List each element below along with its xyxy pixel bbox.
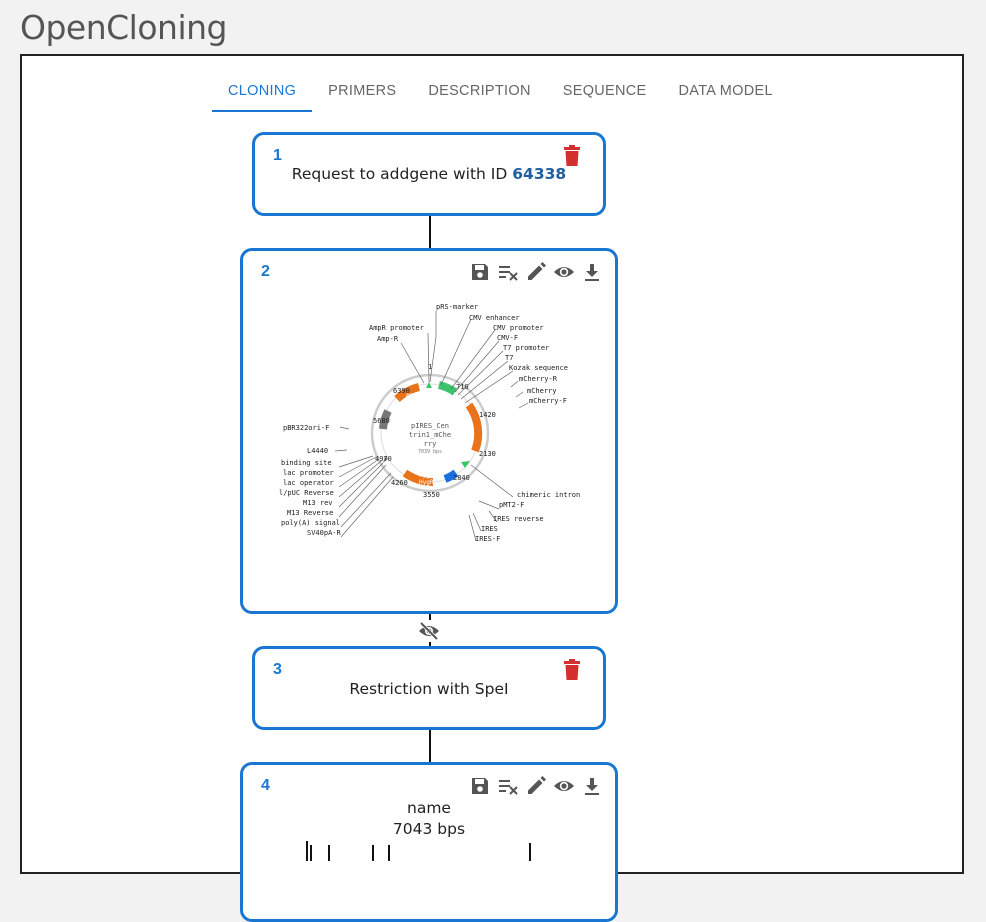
tree-connector [429,614,431,620]
annotation-label: IRES [481,525,498,533]
eye-icon[interactable] [553,775,575,797]
annotation-label: chimeric intron [517,491,580,499]
feature-mcherry[interactable] [465,402,483,453]
feature-ires[interactable] [443,469,459,483]
annotation-label: lac promoter [283,469,334,477]
clear-list-icon[interactable] [497,775,519,797]
main-panel: CLONING PRIMERS DESCRIPTION SEQUENCE DAT… [20,54,964,922]
tick-label: 4260 [391,479,408,487]
clear-list-icon[interactable] [497,261,519,283]
tab-cloning[interactable]: CLONING [212,76,313,112]
tab-description[interactable]: DESCRIPTION [428,83,531,99]
sequence-toolbar [469,261,603,283]
tab-sequence[interactable]: SEQUENCE [562,83,647,99]
annotation-label: pBR322ori-F [283,424,329,432]
tick-label: 710 [456,383,469,391]
feature-ampr[interactable] [394,383,421,403]
trash-icon[interactable] [563,145,581,167]
tick-label: 2130 [479,450,496,458]
plasmid-name-line: rry [424,440,437,448]
annotation-label: CMV enhancer [469,314,520,322]
annotation-label: binding site [281,459,332,467]
tick-label: 5680 [373,417,390,425]
plasmid-backbone-outer [370,373,490,493]
node-id: 4 [261,777,270,794]
node-id: 3 [273,661,282,678]
pencil-icon[interactable] [525,261,547,283]
annotation-label: Kozak sequence [509,364,568,372]
source-text: Request to addgene with ID [291,165,508,183]
tab-bar: CLONING PRIMERS DESCRIPTION SEQUENCE DAT… [212,76,789,112]
tick-label: 1420 [479,411,496,419]
feature-label: HygR [419,479,434,486]
annotation-label: T7 promoter [503,344,549,352]
annotation-label: CMV-F [497,334,518,342]
annotation-label: pMT2-F [499,501,524,509]
pencil-icon[interactable] [525,775,547,797]
trash-icon[interactable] [563,659,581,681]
annotation-label: M13 rev [303,499,333,507]
annotation-label: mCherry-R [519,375,558,383]
sequence-length: 7043 bps [392,820,466,838]
plasmid-length: 7039 bps [418,449,442,455]
annotation-label: L4440 [307,447,328,455]
tick-label: 1 [428,363,432,371]
plasmid-name-line: pIRES_Cen [411,422,449,430]
annotation-label: AmpR promoter [369,324,424,332]
annotation-label: pRS-marker [436,303,478,311]
save-icon[interactable] [469,261,491,283]
tree-connector [429,642,431,648]
feature-cmv[interactable] [437,381,458,396]
annotation-label: T7 [505,354,513,362]
source-node-3: 3 Restriction with SpeI [252,646,606,730]
tab-primers[interactable]: PRIMERS [328,83,397,99]
node-id: 1 [273,147,282,164]
feature-lac[interactable] [383,456,388,463]
annotation-leaders [334,311,529,542]
sequence-toolbar [469,775,603,797]
tab-data-model[interactable]: DATA MODEL [678,83,773,99]
annotation-label: lac operator [283,479,334,487]
plasmid-map[interactable]: AmpR HygR HygR 1 710 1420 2130 2840 3550… [243,251,615,611]
feature-ori[interactable] [379,409,392,430]
eye-icon[interactable] [553,261,575,283]
node-id: 2 [261,263,270,280]
source-text: Restriction with SpeI [349,680,509,698]
annotation-label: mCherry-F [529,397,567,405]
tick-label: 2840 [453,474,470,482]
eye-off-icon[interactable] [418,620,440,642]
feature-hygr[interactable] [402,469,434,486]
feature-intron[interactable] [461,461,470,468]
source-node-1: 1 Request to addgene with ID 64338 [252,132,606,216]
app-title: OpenCloning [20,8,228,47]
sequence-name: name [407,799,451,817]
tick-label: 4970 [375,455,392,463]
annotation-label: l/pUC Reverse [279,489,334,497]
annotation-label: Amp-R [377,335,399,343]
feature-label: HygR [419,472,434,479]
annotation-label: IRES-F [475,535,500,543]
source-description: Request to addgene with ID 64338 [255,165,603,183]
download-icon[interactable] [581,775,603,797]
sequence-node-2: 2 [240,248,618,614]
plasmid-name-line: trin1_mChe [409,431,451,439]
annotation-label: SV40pA-R [307,529,342,537]
annotation-label: IRES reverse [493,515,544,523]
annotation-labels: pRS-marker CMV enhancer CMV promoter CMV… [279,303,580,543]
tree-connector [429,730,431,764]
feature-marker[interactable] [426,382,432,388]
download-icon[interactable] [581,261,603,283]
sequence-node-4: 4 [240,762,618,922]
annotation-label: mCherry [527,387,557,395]
annotation-label: M13 Reverse [287,509,333,517]
annotation-label: CMV promoter [493,324,544,332]
save-icon[interactable] [469,775,491,797]
tick-label: 3550 [423,491,440,499]
tick-label: 6390 [393,387,410,395]
annotation-label: poly(A) signal [281,519,340,527]
feature-label: AmpR [406,392,421,399]
tree-connector [429,216,431,250]
addgene-id-link[interactable]: 64338 [512,165,567,183]
